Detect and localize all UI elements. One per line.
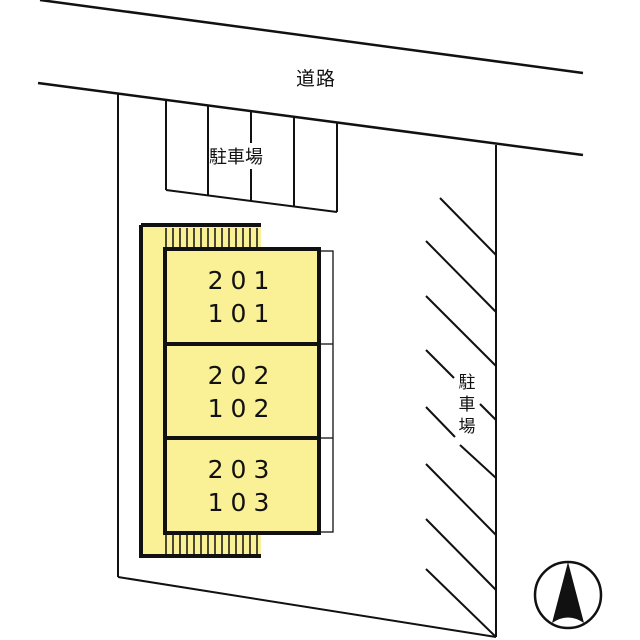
unit-block-2: 202 102 <box>165 359 319 425</box>
road-edge-bottom <box>37 81 584 157</box>
lot-boundary <box>117 94 497 638</box>
right-parking-area <box>425 197 497 638</box>
road-label: 道路 <box>296 68 337 90</box>
unit-block-3: 203 103 <box>165 453 319 519</box>
unit-upper-number: 202 <box>207 361 277 390</box>
unit-lower-number: 102 <box>207 394 277 423</box>
unit-upper-number: 201 <box>207 266 277 295</box>
road-edge-top <box>39 0 584 75</box>
top-parking-label: 駐車場 <box>209 143 263 169</box>
unit-block-1: 201 101 <box>165 264 319 330</box>
north-arrow-icon <box>533 560 603 630</box>
unit-upper-number: 203 <box>207 455 277 484</box>
apartment-building <box>139 223 334 558</box>
unit-lower-number: 101 <box>207 299 277 328</box>
right-parking-label: 駐車場 <box>457 372 477 438</box>
unit-lower-number: 103 <box>207 488 277 517</box>
